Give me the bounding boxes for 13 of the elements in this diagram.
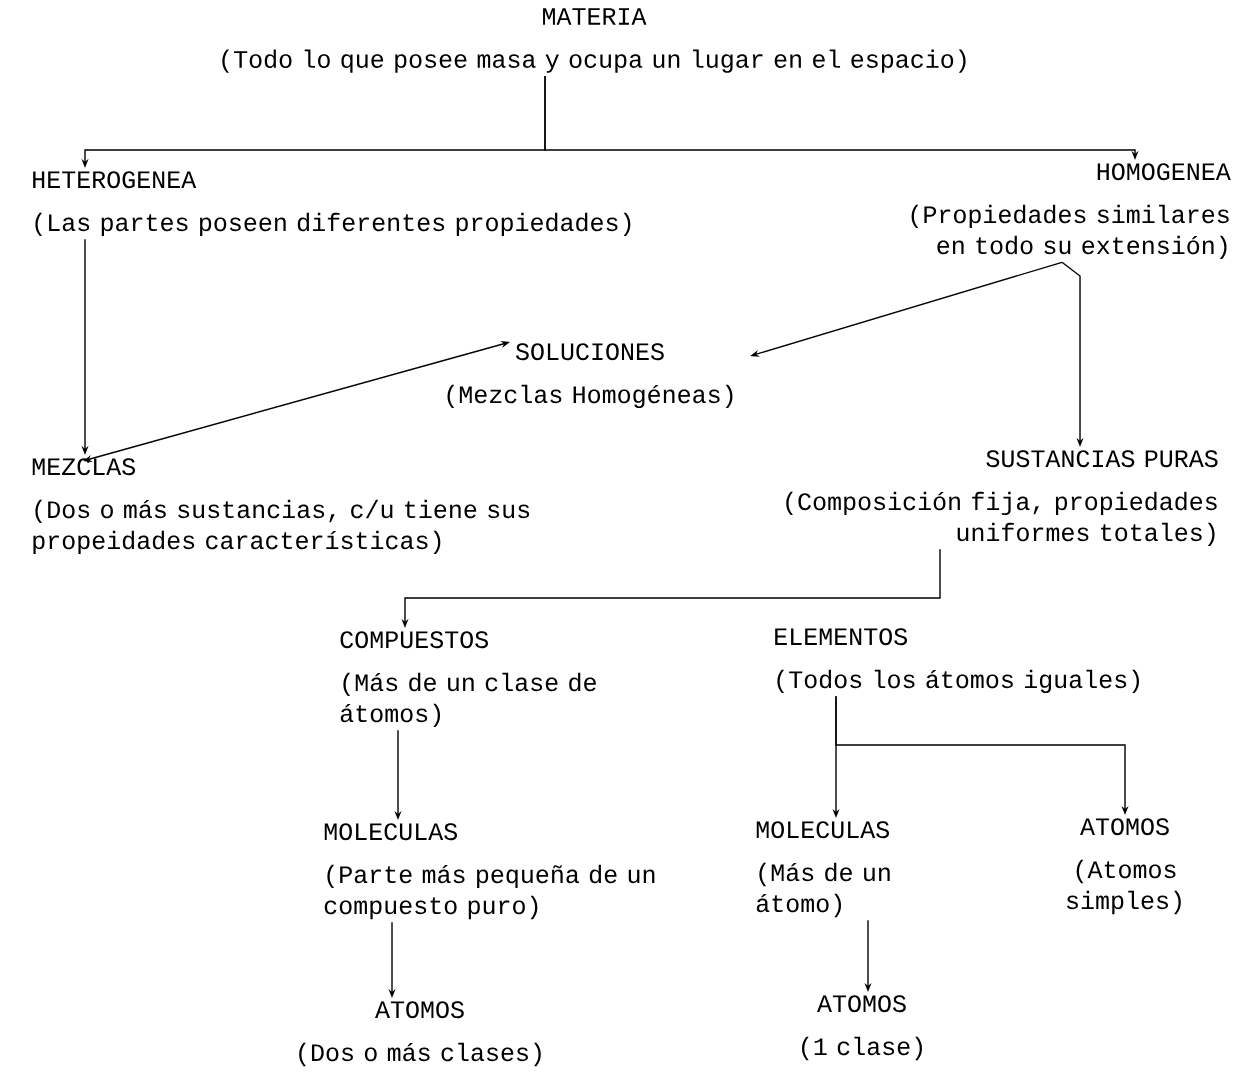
concept-text: MOLECULAS (Más de un átomo) — [756, 821, 890, 918]
concept-text: MEZCLAS (Dos o más sustancias, c/u tiene sus propeidades características) — [32, 458, 530, 555]
concept-text: ATOMOS (1 clase) — [802, 995, 922, 1061]
concept-text: MOLECULAS (Parte más pequeña de un compuesto puro) — [324, 823, 655, 920]
concept-text: HOMOGENEA (Propiedades similares en todo su extensión) — [911, 163, 1231, 260]
concept-text: MATERIA (Todo lo que posee masa y ocupa un lugar en el espacio) — [222, 8, 966, 73]
concept-text: ELEMENTOS (Todos los átomos iguales) — [775, 628, 1139, 694]
concept-text: SOLUCIONES (Mezclas Homogéneas) — [447, 343, 733, 409]
concept-text: HETEROGENEA (Las partes poseen diferentes propiedades) — [33, 171, 631, 237]
concept-text: ATOMOS (Atomos simples) — [1067, 818, 1181, 915]
concept-text: ATOMOS (Dos o más clases) — [299, 1001, 541, 1067]
concept-text: SUSTANCIAS PURAS (Composición fija, propiedades uniformes totales) — [786, 450, 1218, 547]
concept-text: COMPUESTOS (Más de un clase de átomos) — [340, 631, 596, 728]
